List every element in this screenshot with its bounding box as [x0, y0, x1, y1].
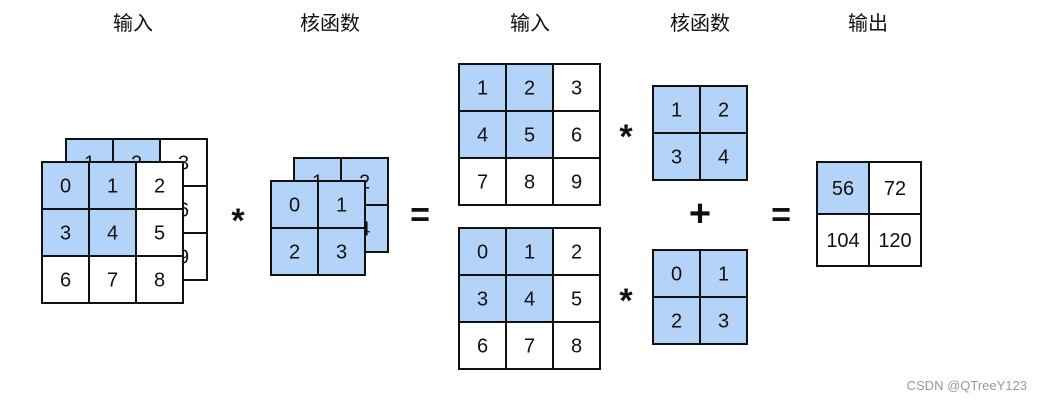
matrix-cell-value: 4 — [477, 125, 488, 147]
matrix-cell-value: 120 — [878, 230, 911, 252]
matrix-cell — [458, 110, 507, 159]
matrix-cell-value: 9 — [571, 172, 582, 194]
output-matrix: 56 72 104 120 — [816, 161, 922, 267]
matrix-cell-value: 2 — [154, 176, 165, 198]
matrix-cell-value: 3 — [477, 289, 488, 311]
equals-operator-left: = — [410, 196, 430, 234]
matrix-cell-value: 1 — [671, 100, 682, 122]
matrix-cell — [652, 85, 701, 134]
matrix-cell-value: 4 — [107, 223, 118, 245]
matrix-cell — [552, 321, 601, 370]
matrix-cell-value: 0 — [671, 264, 682, 286]
matrix-cell — [816, 213, 870, 267]
input-mid-bottom-matrix: 0 1 2 3 4 5 6 7 8 — [458, 227, 601, 370]
matrix-cell-value: 1 — [336, 195, 347, 217]
matrix-cell-value: 1 — [107, 176, 118, 198]
matrix-cell — [135, 255, 184, 304]
matrix-cell — [652, 249, 701, 298]
matrix-cell-value: 72 — [884, 178, 906, 200]
matrix-cell-value: 1 — [718, 264, 729, 286]
matrix-cell-value: 0 — [60, 176, 71, 198]
matrix-cell-value: 2 — [571, 242, 582, 264]
matrix-cell — [135, 161, 184, 210]
label-kernel-left: 核函数 — [300, 11, 360, 35]
matrix-cell — [41, 255, 90, 304]
matrix-cell — [552, 110, 601, 159]
matrix-cell-value: 7 — [524, 336, 535, 358]
matrix-cell-value: 0 — [477, 242, 488, 264]
matrix-cell-value: 8 — [154, 270, 165, 292]
matrix-cell — [699, 296, 748, 345]
matrix-cell-value: 2 — [671, 311, 682, 333]
matrix-cell — [699, 249, 748, 298]
matrix-cell — [458, 157, 507, 206]
matrix-cell-value: 56 — [832, 178, 854, 200]
conv-operator-top: * — [619, 118, 633, 156]
matrix-cell-value: 2 — [289, 242, 300, 264]
matrix-cell-value: 0 — [289, 195, 300, 217]
plus-operator: + — [689, 193, 711, 235]
matrix-cell-value: 7 — [107, 270, 118, 292]
matrix-cell-value: 6 — [571, 125, 582, 147]
label-kernel-mid: 核函数 — [670, 11, 730, 35]
matrix-cell — [317, 227, 366, 276]
matrix-cell-value: 2 — [524, 78, 535, 100]
matrix-cell-value: 3 — [336, 242, 347, 264]
matrix-cell-value: 3 — [60, 223, 71, 245]
matrix-cell — [699, 132, 748, 181]
input-left-front-matrix: 0 1 2 3 4 5 6 7 8 — [41, 161, 184, 304]
matrix-cell-value: 3 — [718, 311, 729, 333]
matrix-cell-value: 1 — [524, 242, 535, 264]
matrix-cell — [552, 157, 601, 206]
matrix-cell-value: 7 — [477, 172, 488, 194]
matrix-cell-value: 8 — [524, 172, 535, 194]
kernel-mid-top-matrix: 1 2 3 4 — [652, 85, 748, 181]
matrix-cell-value: 6 — [60, 270, 71, 292]
matrix-cell — [458, 227, 507, 276]
input-mid-top-matrix: 1 2 3 4 5 6 7 8 9 — [458, 63, 601, 206]
equals-operator-right: = — [771, 196, 791, 234]
matrix-cell — [816, 161, 870, 215]
watermark-text: CSDN @QTreeY123 — [907, 378, 1027, 393]
matrix-cell — [552, 227, 601, 276]
matrix-cell-value: 8 — [571, 336, 582, 358]
kernel-left-front-matrix: 0 1 2 3 — [270, 180, 366, 276]
kernel-mid-bottom-matrix: 0 1 2 3 — [652, 249, 748, 345]
matrix-cell — [868, 213, 922, 267]
matrix-cell — [652, 132, 701, 181]
matrix-cell-value: 5 — [571, 289, 582, 311]
matrix-cell-value: 6 — [477, 336, 488, 358]
matrix-cell-value: 3 — [671, 147, 682, 169]
matrix-cell-value: 4 — [718, 147, 729, 169]
matrix-cell-value: 1 — [477, 78, 488, 100]
conv-operator-left: * — [231, 202, 245, 240]
label-output: 输出 — [848, 11, 888, 35]
label-input-left: 输入 — [113, 11, 153, 35]
label-input-mid: 输入 — [510, 11, 550, 35]
matrix-cell — [88, 208, 137, 257]
matrix-cell — [88, 255, 137, 304]
matrix-cell-value: 5 — [154, 223, 165, 245]
matrix-cell-value: 2 — [718, 100, 729, 122]
matrix-cell-value: 104 — [826, 230, 859, 252]
matrix-cell — [505, 63, 554, 112]
matrix-cell — [505, 157, 554, 206]
matrix-cell-value: 5 — [524, 125, 535, 147]
matrix-cell — [135, 208, 184, 257]
matrix-cell-value: 4 — [524, 289, 535, 311]
matrix-cell — [552, 63, 601, 112]
matrix-cell-value: 3 — [571, 78, 582, 100]
conv-operator-bottom: * — [619, 282, 633, 320]
matrix-cell — [868, 161, 922, 215]
matrix-cell — [41, 161, 90, 210]
